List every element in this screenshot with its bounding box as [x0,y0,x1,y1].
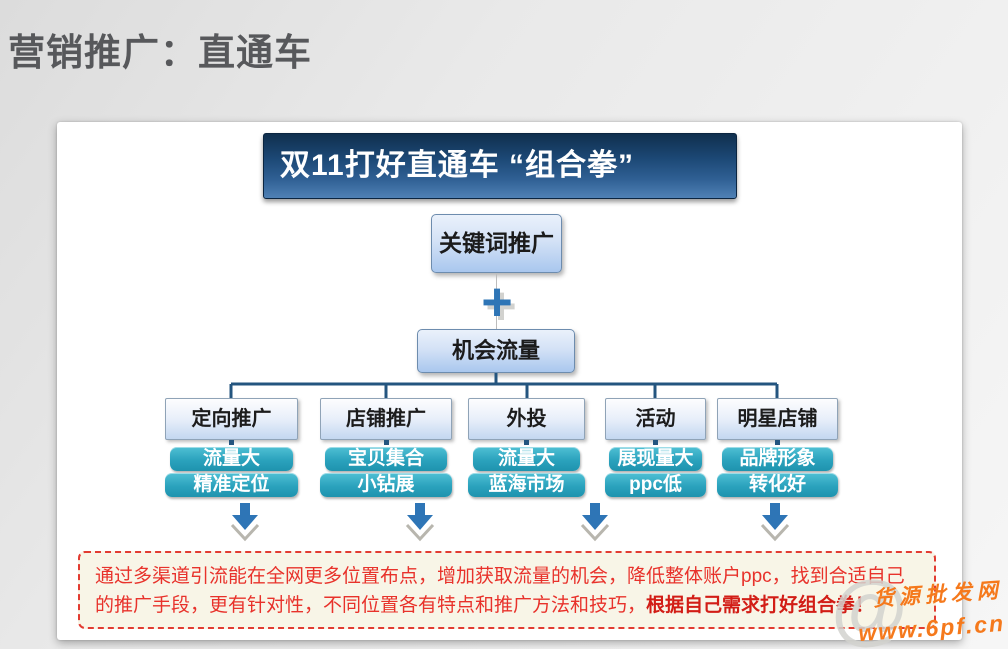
down-arrow-icon [760,503,790,542]
branch-column-targeted-promotion: 定向推广 流量大 精准定位 [165,398,298,497]
branch-tag: 流量大 [472,447,581,471]
branch-box: 定向推广 [165,398,298,440]
watermark: @ 货源批发网 www.6pf.cn [830,570,1006,649]
branch-tag: 宝贝集合 [325,447,447,471]
node-keyword-promotion: 关键词推广 [431,214,562,273]
branch-tag: 流量大 [170,447,293,471]
branch-column-star-shop: 明星店铺 品牌形象 转化好 [717,398,838,497]
root-hub-connector-line [496,274,497,330]
branch-tag: 转化好 [717,473,838,497]
down-arrow-icon [580,503,610,542]
branch-tag: 精准定位 [165,473,298,497]
branch-box: 明星店铺 [717,398,838,440]
branch-box: 外投 [468,398,585,440]
branch-tag: 小钻展 [320,473,452,497]
box-tag-connector [524,440,529,445]
banner: 双11打好直通车 “组合拳” [263,133,737,199]
plus-icon: + [481,272,513,332]
branch-column-activity: 活动 展现量大 ppc低 [605,398,706,497]
summary-box: 通过多渠道引流能在全网更多位置布点，增加获取流量的机会，降低整体账户ppc，找到… [78,551,936,629]
page-title: 营销推广：直通车 [8,32,312,73]
branch-column-external-placement: 外投 流量大 蓝海市场 [468,398,585,497]
watermark-text: 货源批发网 www.6pf.cn [855,574,1006,647]
branch-box: 店铺推广 [320,398,452,440]
branch-column-shop-promotion: 店铺推广 宝贝集合 小钻展 [320,398,452,497]
box-tag-connector [383,440,389,445]
at-icon: @ [830,565,907,649]
branch-tag: 展现量大 [609,447,702,471]
banner-title: 双11打好直通车 “组合拳” [280,149,635,182]
box-tag-connector [653,440,658,445]
box-tag-connector [229,440,234,445]
branch-tag: 品牌形象 [721,447,834,471]
branch-box: 活动 [605,398,706,440]
summary-emphasis: 根据自己需求打好组合拳！ [646,595,875,617]
down-arrow-icon [405,503,435,542]
summary-text: 通过多渠道引流能在全网更多位置布点，增加获取流量的机会，降低整体账户ppc，找到… [95,566,905,617]
box-tag-connector [775,440,780,445]
branch-tag: ppc低 [605,473,706,497]
down-arrow-icon [230,503,260,542]
diagram-panel: 双11打好直通车 “组合拳” 关键词推广 + 机会流量 定向推广 流量大 精准定… [57,122,962,640]
node-opportunity-traffic: 机会流量 [417,329,575,373]
watermark-url: www.6pf.cn [857,609,1006,647]
branch-tag: 蓝海市场 [468,473,585,497]
